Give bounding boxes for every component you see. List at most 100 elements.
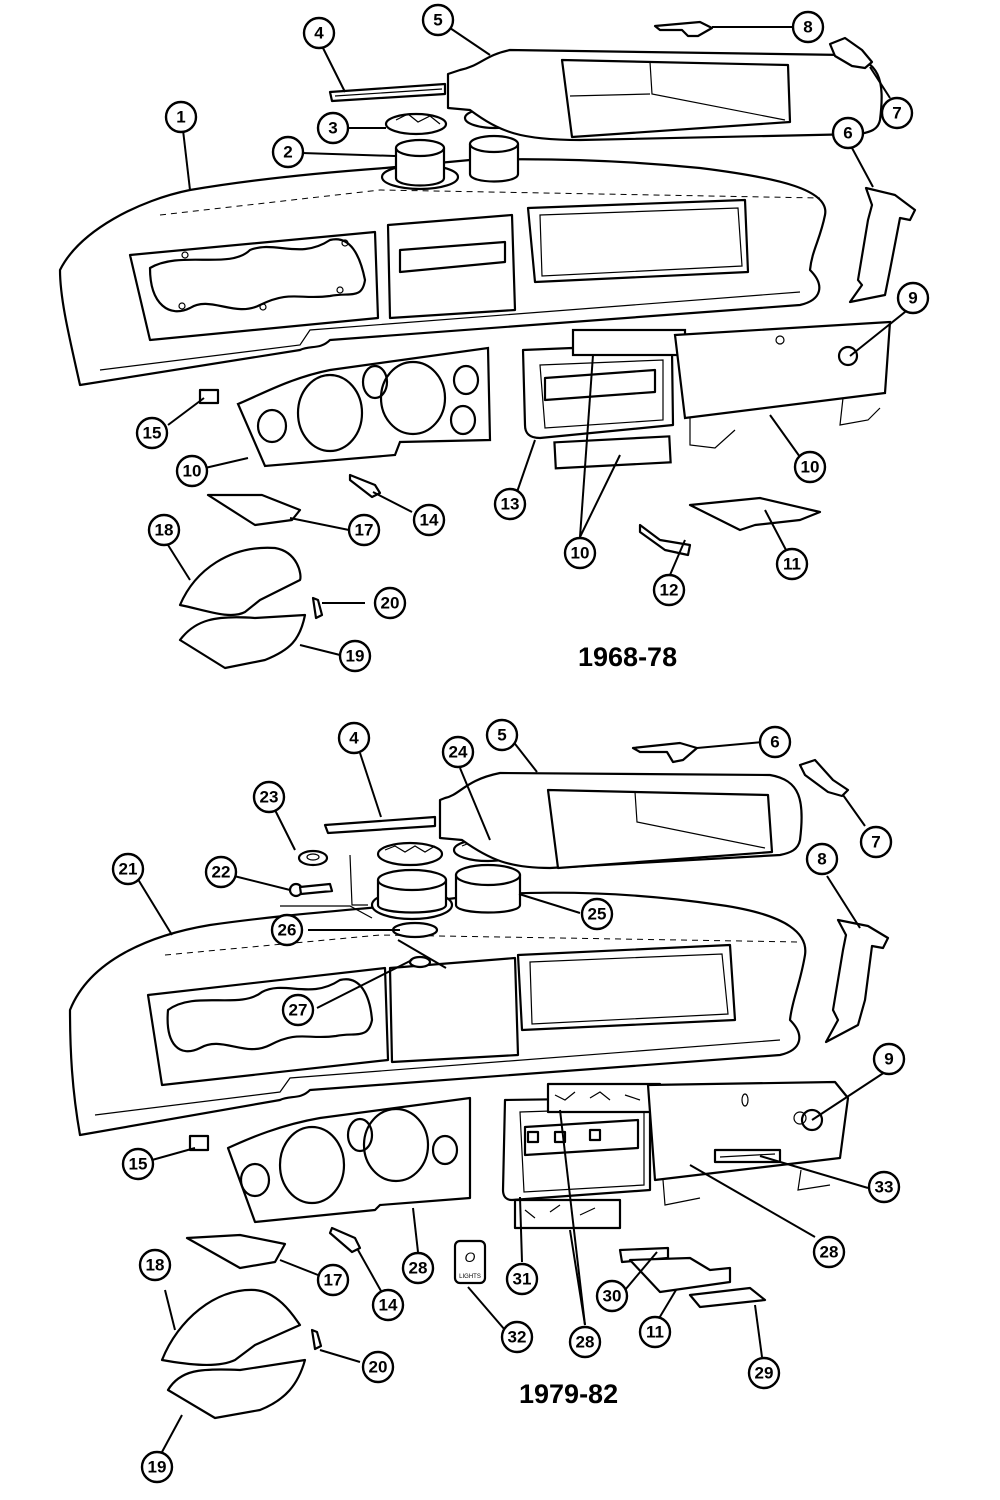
svg-text:7: 7 bbox=[892, 104, 901, 123]
callout-8: 8 bbox=[791, 10, 825, 44]
svg-text:24: 24 bbox=[449, 743, 468, 762]
callout-28b: 28 bbox=[568, 1325, 602, 1359]
callout-22: 22 bbox=[204, 855, 238, 889]
svg-text:4: 4 bbox=[349, 729, 359, 748]
svg-text:12: 12 bbox=[660, 581, 679, 600]
svg-text:28: 28 bbox=[576, 1333, 595, 1352]
svg-text:17: 17 bbox=[324, 1271, 343, 1290]
callout-24: 24 bbox=[441, 735, 475, 769]
callout-6: 6 bbox=[831, 116, 865, 150]
callout-15: 15 bbox=[121, 1147, 155, 1181]
callout-5: 5 bbox=[485, 718, 519, 752]
svg-text:5: 5 bbox=[497, 726, 506, 745]
callout-29: 29 bbox=[747, 1356, 781, 1390]
callout-33: 33 bbox=[867, 1170, 901, 1204]
callout-5: 5 bbox=[421, 3, 455, 37]
year-label-1968-78: 1968-78 bbox=[578, 642, 677, 672]
svg-text:33: 33 bbox=[875, 1178, 894, 1197]
svg-text:9: 9 bbox=[908, 289, 917, 308]
callouts-1979-82: 4 5 6 7 8 9 11 14 15 17 18 19 20 21 22 2… bbox=[111, 718, 906, 1484]
callout-12: 12 bbox=[652, 573, 686, 607]
svg-text:20: 20 bbox=[369, 1358, 388, 1377]
svg-text:15: 15 bbox=[129, 1155, 148, 1174]
svg-text:1: 1 bbox=[176, 108, 185, 127]
svg-text:26: 26 bbox=[278, 921, 297, 940]
switch-label: LIGHTS bbox=[459, 1274, 481, 1280]
svg-text:10: 10 bbox=[801, 458, 820, 477]
svg-text:27: 27 bbox=[289, 1001, 308, 1020]
callout-19: 19 bbox=[140, 1450, 174, 1484]
callout-15: 15 bbox=[135, 416, 169, 450]
callout-13: 13 bbox=[493, 487, 527, 521]
svg-text:20: 20 bbox=[381, 594, 400, 613]
callout-3: 3 bbox=[316, 111, 350, 145]
svg-text:2: 2 bbox=[283, 143, 292, 162]
svg-text:15: 15 bbox=[143, 424, 162, 443]
svg-text:11: 11 bbox=[783, 555, 801, 574]
callout-9: 9 bbox=[896, 281, 930, 315]
callout-17: 17 bbox=[316, 1263, 350, 1297]
svg-text:21: 21 bbox=[119, 860, 138, 879]
callout-28c: 28 bbox=[812, 1235, 846, 1269]
svg-text:8: 8 bbox=[817, 850, 826, 869]
callout-21: 21 bbox=[111, 852, 145, 886]
svg-text:4: 4 bbox=[314, 24, 324, 43]
callout-6: 6 bbox=[758, 725, 792, 759]
svg-text:7: 7 bbox=[871, 833, 880, 852]
callout-20: 20 bbox=[373, 586, 407, 620]
callout-1: 1 bbox=[164, 100, 198, 134]
lights-switch-part-32: O LIGHTS bbox=[453, 1239, 487, 1285]
callout-4: 4 bbox=[337, 721, 371, 755]
svg-text:14: 14 bbox=[379, 1296, 398, 1315]
svg-text:6: 6 bbox=[770, 733, 779, 752]
svg-text:3: 3 bbox=[328, 119, 337, 138]
callout-4: 4 bbox=[302, 16, 336, 50]
svg-text:17: 17 bbox=[355, 521, 374, 540]
svg-text:31: 31 bbox=[513, 1270, 532, 1289]
callout-17: 17 bbox=[347, 513, 381, 547]
section-1968-78 bbox=[58, 20, 917, 670]
callout-7: 7 bbox=[859, 825, 893, 859]
svg-text:32: 32 bbox=[508, 1328, 527, 1347]
callout-14: 14 bbox=[371, 1288, 405, 1322]
svg-text:19: 19 bbox=[346, 647, 365, 666]
callout-9: 9 bbox=[872, 1042, 906, 1076]
svg-text:5: 5 bbox=[433, 11, 442, 30]
svg-text:6: 6 bbox=[843, 124, 852, 143]
svg-text:29: 29 bbox=[755, 1364, 774, 1383]
callout-11: 11 bbox=[775, 547, 809, 581]
callout-20: 20 bbox=[361, 1350, 395, 1384]
callout-26: 26 bbox=[270, 913, 304, 947]
callout-10c: 10 bbox=[793, 450, 827, 484]
svg-text:13: 13 bbox=[501, 495, 520, 514]
svg-text:10: 10 bbox=[571, 544, 590, 563]
svg-text:30: 30 bbox=[603, 1287, 622, 1306]
leader-lines-1979-82 bbox=[135, 739, 886, 1453]
callout-27: 27 bbox=[281, 993, 315, 1027]
svg-text:8: 8 bbox=[803, 18, 812, 37]
callout-14: 14 bbox=[412, 503, 446, 537]
callout-10b: 10 bbox=[563, 536, 597, 570]
callout-11: 11 bbox=[638, 1315, 672, 1349]
callout-28a: 28 bbox=[401, 1251, 435, 1285]
instrument-bezel-part-10 bbox=[236, 346, 492, 468]
svg-text:9: 9 bbox=[884, 1050, 893, 1069]
callouts-1968-78: 1 2 3 4 5 6 7 8 9 10 10 10 11 12 13 14 1… bbox=[135, 3, 930, 673]
year-label-1979-82: 1979-82 bbox=[519, 1379, 618, 1409]
callout-31: 31 bbox=[505, 1262, 539, 1296]
callout-18: 18 bbox=[147, 513, 181, 547]
svg-text:10: 10 bbox=[183, 462, 202, 481]
svg-text:18: 18 bbox=[146, 1256, 165, 1275]
svg-text:14: 14 bbox=[420, 511, 439, 530]
svg-text:28: 28 bbox=[820, 1243, 839, 1262]
svg-text:11: 11 bbox=[646, 1323, 664, 1342]
section-1979-82: O LIGHTS bbox=[68, 741, 890, 1420]
svg-text:23: 23 bbox=[260, 788, 279, 807]
callout-25: 25 bbox=[580, 897, 614, 931]
callout-23: 23 bbox=[252, 780, 286, 814]
svg-text:25: 25 bbox=[588, 905, 607, 924]
svg-text:22: 22 bbox=[212, 863, 231, 882]
svg-text:19: 19 bbox=[148, 1458, 167, 1477]
callout-32: 32 bbox=[500, 1320, 534, 1354]
